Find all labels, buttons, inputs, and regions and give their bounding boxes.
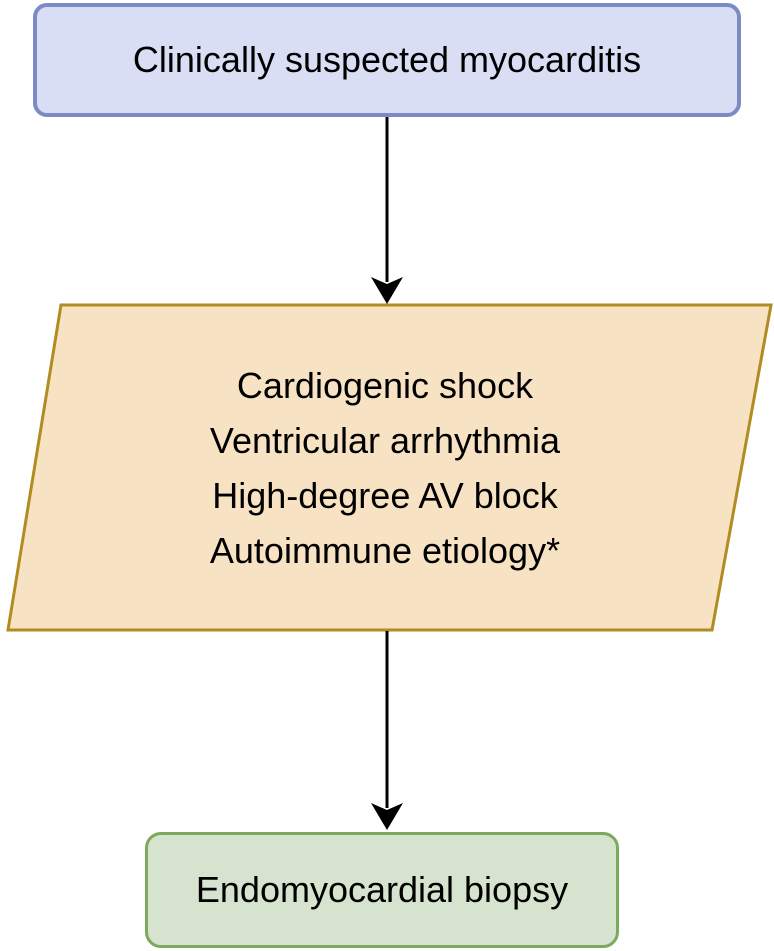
start-node: Clinically suspected myocarditis (33, 3, 741, 117)
criteria-line-1: Cardiogenic shock (236, 364, 534, 406)
biopsy-node-label: Endomyocardial biopsy (195, 869, 569, 911)
criteria-line-2: Ventricular arrhythmia (209, 419, 561, 461)
arrow-down-1-head-icon (371, 277, 403, 304)
criteria-line-4: Autoimmune etiology* (209, 529, 561, 571)
criteria-line-3: High-degree AV block (212, 474, 558, 516)
biopsy-node: Endomyocardial biopsy (145, 832, 619, 948)
criteria-node: Cardiogenic shock Ventricular arrhythmia… (30, 305, 740, 630)
criteria-parallelogram-shape (6, 303, 773, 632)
arrow-down-2-head-icon (371, 803, 403, 830)
start-node-label: Clinically suspected myocarditis (132, 39, 642, 81)
